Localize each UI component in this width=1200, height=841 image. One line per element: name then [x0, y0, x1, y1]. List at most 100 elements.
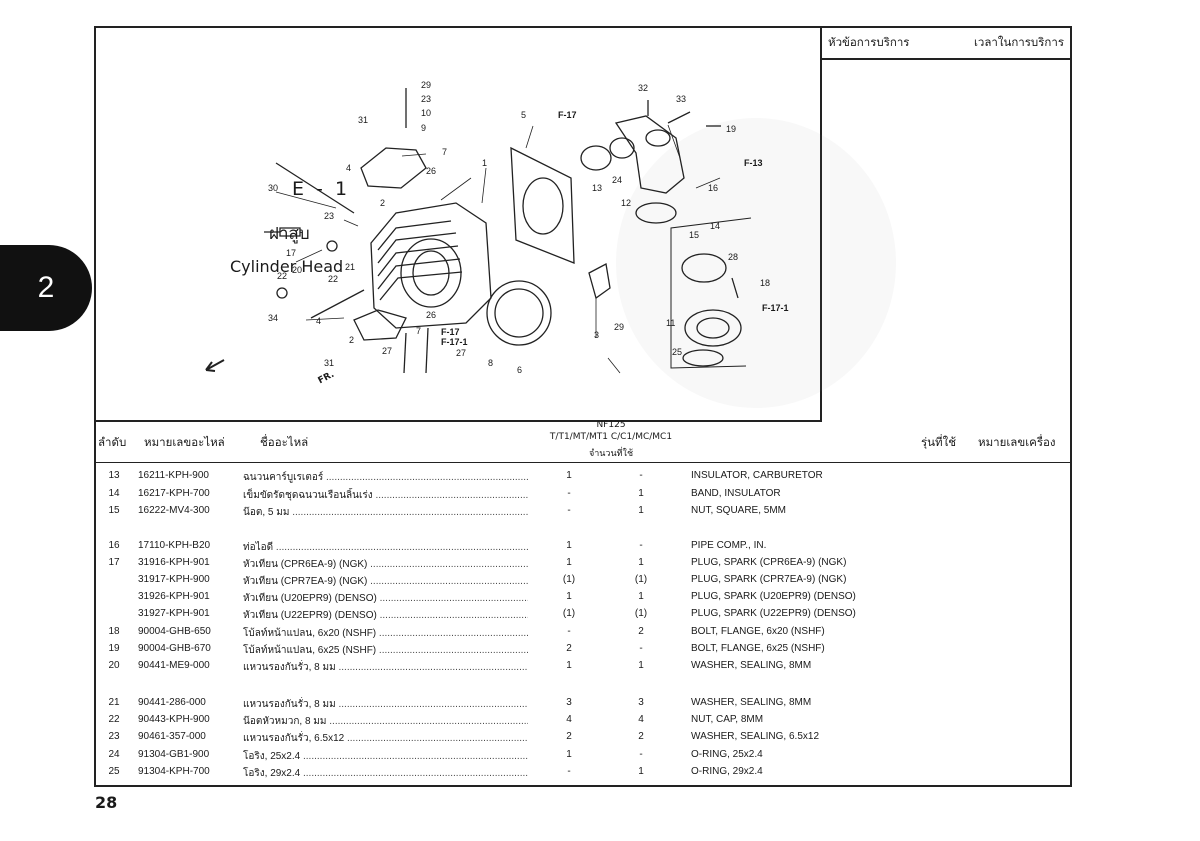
part-name-thai: ฉนวนคาร์บูเรเตอร์: [243, 470, 528, 485]
spark-plug-17: [264, 227, 301, 237]
callout: 7: [416, 326, 422, 336]
callout: 20: [292, 265, 303, 275]
row-number: 16: [108, 540, 120, 551]
bolt-33: [667, 111, 691, 124]
col-name-label: ชื่ออะไหล่: [260, 435, 309, 449]
bolt-18: [731, 277, 739, 299]
callout: 4: [316, 316, 322, 326]
callout: F-17-1: [762, 303, 789, 313]
part-name-english: BOLT, FLANGE, 6x20 (NSHF): [691, 626, 825, 637]
part-name-english: NUT, SQUARE, 5MM: [691, 505, 787, 516]
section-title-english: Cylinder Head: [230, 257, 344, 276]
callout: 2: [349, 335, 355, 345]
part-number: 31926-KPH-901: [138, 591, 210, 602]
part-name-thai: น๊อต, 5 มม: [243, 505, 528, 520]
callout: 26: [426, 310, 437, 320]
part-name-english: BAND, INSULATOR: [691, 488, 781, 499]
service-panel: หัวข้อการบริการ เวลาในการบริการ: [822, 28, 1072, 422]
part-number: 91304-GB1-900: [138, 749, 210, 760]
part-name-english: O-RING, 25x2.4: [691, 749, 763, 760]
page-number: 28: [95, 793, 118, 812]
row-number: 19: [108, 643, 120, 654]
callout: 8: [488, 358, 494, 368]
qty-variant-2: 1: [638, 591, 644, 602]
row-number: 20: [108, 660, 120, 671]
qty-variant-2: 1: [638, 488, 644, 499]
callout: 31: [324, 358, 335, 368]
row-number: 18: [108, 626, 120, 637]
callout: 9: [421, 123, 427, 133]
head-cover: [360, 147, 427, 189]
qty-variant-2: 3: [638, 697, 644, 708]
callout: 26: [426, 166, 437, 176]
section-tab: 2: [0, 245, 92, 331]
callout: 3: [594, 330, 600, 340]
qty-variant-2: 4: [638, 714, 644, 725]
callout: 11: [666, 318, 676, 328]
o-ring-24: [609, 137, 635, 159]
lower-cover-26: [353, 309, 407, 341]
cap-nut-22: [326, 240, 338, 252]
service-time-label: เวลาในการบริการ: [973, 35, 1064, 49]
stud-34: [310, 289, 365, 319]
callout: 16: [708, 183, 719, 193]
part-number: 17110-KPH-B20: [138, 540, 211, 551]
service-topic-label: หัวข้อการบริการ: [828, 35, 910, 49]
qty-variant-1: 1: [566, 660, 572, 671]
qty-variant-2: 2: [638, 626, 644, 637]
qty-variant-1: -: [567, 766, 571, 777]
callout: 21: [345, 262, 356, 272]
callout: 5: [521, 110, 527, 120]
row-number: 25: [108, 766, 120, 777]
qty-variant-2: 1: [638, 660, 644, 671]
part-name-english: PLUG, SPARK (CPR6EA-9) (NGK): [691, 557, 847, 568]
callout: 12: [621, 198, 632, 208]
callout: 6: [517, 365, 523, 375]
stud-30: [275, 162, 355, 214]
callout: 23: [324, 211, 335, 221]
part-number: 16222-MV4-300: [138, 505, 210, 516]
qty-variant-1: 1: [566, 557, 572, 568]
part-number: 90004-GHB-670: [138, 643, 211, 654]
callout: 25: [672, 347, 683, 357]
callout: 23: [421, 94, 432, 104]
col-no-label: ลำดับ: [98, 435, 127, 449]
part-name-thai: แหวนรองกันรั่ว, 8 มม: [243, 697, 528, 712]
cylinder-head-drawing: [205, 88, 752, 374]
qty-variant-2: -: [639, 749, 643, 760]
part-name-thai: โบ้ลท์หน้าแปลน, 6x25 (NSHF): [243, 643, 528, 658]
background-smudge: [616, 118, 896, 408]
part-number: 90004-GHB-650: [138, 626, 211, 637]
gasket-13: [580, 145, 612, 171]
col-engine-no-label: หมายเลขเครื่อง: [978, 435, 1056, 449]
part-number: 16217-KPH-700: [138, 488, 210, 499]
callout: 28: [728, 252, 739, 262]
part-name-thai: น๊อตหัวหมวก, 8 มม: [243, 714, 528, 729]
part-name-english: PIPE COMP., IN.: [691, 540, 767, 551]
port-opening: [400, 238, 462, 308]
row-number: 22: [108, 714, 120, 725]
qty-variant-1: 3: [566, 697, 572, 708]
part-number: 16211-KPH-900: [138, 470, 209, 481]
qty-variant-1: 1: [566, 591, 572, 602]
qty-variant-1: 1: [566, 749, 572, 760]
callout: 32: [638, 83, 649, 93]
qty-variant-1: (1): [562, 608, 576, 619]
part-number: 90461-357-000: [138, 731, 206, 742]
callout: 19: [726, 124, 737, 134]
stud-27b: [425, 327, 429, 374]
qty-variant-1: (1): [562, 574, 576, 585]
col-model-label: NF125: [596, 420, 626, 430]
part-name-thai: หัวเทียน (CPR7EA-9) (NGK): [243, 574, 528, 589]
callout: 29: [421, 80, 432, 90]
section-title-thai: ฝาสูบ: [269, 224, 310, 244]
band-14: [681, 253, 727, 283]
callout: F-17: [558, 110, 577, 120]
part-name-english: NUT, CAP, 8MM: [691, 714, 764, 725]
callout: 22: [328, 274, 339, 284]
part-name-thai: โบ้ลท์หน้าแปลน, 6x20 (NSHF): [243, 626, 528, 641]
callout: 18: [760, 278, 771, 288]
